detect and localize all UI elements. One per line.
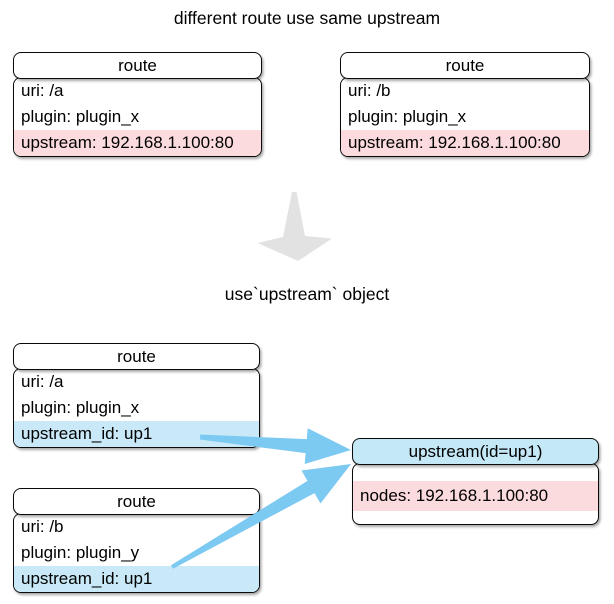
- route-box-bottom-a-title: route: [117, 346, 156, 366]
- route-box-top-b-header: route: [340, 52, 590, 79]
- route-row-uri: uri: /a: [21, 372, 64, 391]
- route-row-uri: uri: /b: [348, 81, 391, 100]
- upstream-box: upstream(id=up1) nodes: 192.168.1.100:80: [352, 438, 599, 525]
- route-row-plugin: plugin: plugin_x: [348, 107, 467, 126]
- route-box-top-a-header: route: [13, 52, 262, 79]
- route-box-top-a-body: uri: /a plugin: plugin_x upstream: 192.1…: [13, 77, 262, 157]
- route-box-top-b: route uri: /b plugin: plugin_x upstream:…: [340, 52, 590, 157]
- route-box-bottom-b-body: uri: /b plugin: plugin_y upstream_id: up…: [13, 513, 260, 593]
- upstream-row-nodes: nodes: 192.168.1.100:80: [353, 481, 598, 511]
- route-box-bottom-b: route uri: /b plugin: plugin_y upstream_…: [13, 488, 260, 593]
- upstream-body-padding: [353, 511, 598, 524]
- upstream-box-body: nodes: 192.168.1.100:80: [352, 463, 599, 525]
- route-row-plugin: plugin: plugin_x: [21, 398, 140, 417]
- route-row-uri: uri: /a: [21, 81, 64, 100]
- route-box-top-a: route uri: /a plugin: plugin_x upstream:…: [13, 52, 262, 157]
- route-row-upstream: upstream: 192.168.1.100:80: [14, 130, 261, 156]
- route-row-upstream: upstream: 192.168.1.100:80: [341, 130, 589, 156]
- upstream-box-header: upstream(id=up1): [352, 438, 599, 465]
- route-box-top-b-title: route: [445, 55, 485, 75]
- transform-caption: use`upstream` object: [224, 284, 390, 304]
- route-row-plugin: plugin: plugin_x: [21, 107, 140, 126]
- route-box-bottom-b-header: route: [13, 488, 260, 515]
- route-box-bottom-a: route uri: /a plugin: plugin_x upstream_…: [13, 343, 260, 448]
- route-box-bottom-b-title: route: [117, 491, 156, 511]
- route-row-upstream-id: upstream_id: up1: [14, 421, 259, 447]
- down-arrow-icon: [257, 192, 332, 261]
- route-box-top-a-title: route: [118, 55, 157, 75]
- route-box-top-b-body: uri: /b plugin: plugin_x upstream: 192.1…: [340, 77, 590, 157]
- route-row-plugin: plugin: plugin_y: [21, 543, 140, 562]
- route-box-bottom-a-header: route: [13, 343, 260, 370]
- route-row-uri: uri: /b: [21, 517, 64, 536]
- route-row-upstream-id: upstream_id: up1: [14, 566, 259, 592]
- upstream-box-title: upstream(id=up1): [408, 441, 543, 461]
- upstream-body-padding: [353, 464, 598, 481]
- diagram-title: different route use same upstream: [173, 8, 441, 28]
- route-box-bottom-a-body: uri: /a plugin: plugin_x upstream_id: up…: [13, 368, 260, 448]
